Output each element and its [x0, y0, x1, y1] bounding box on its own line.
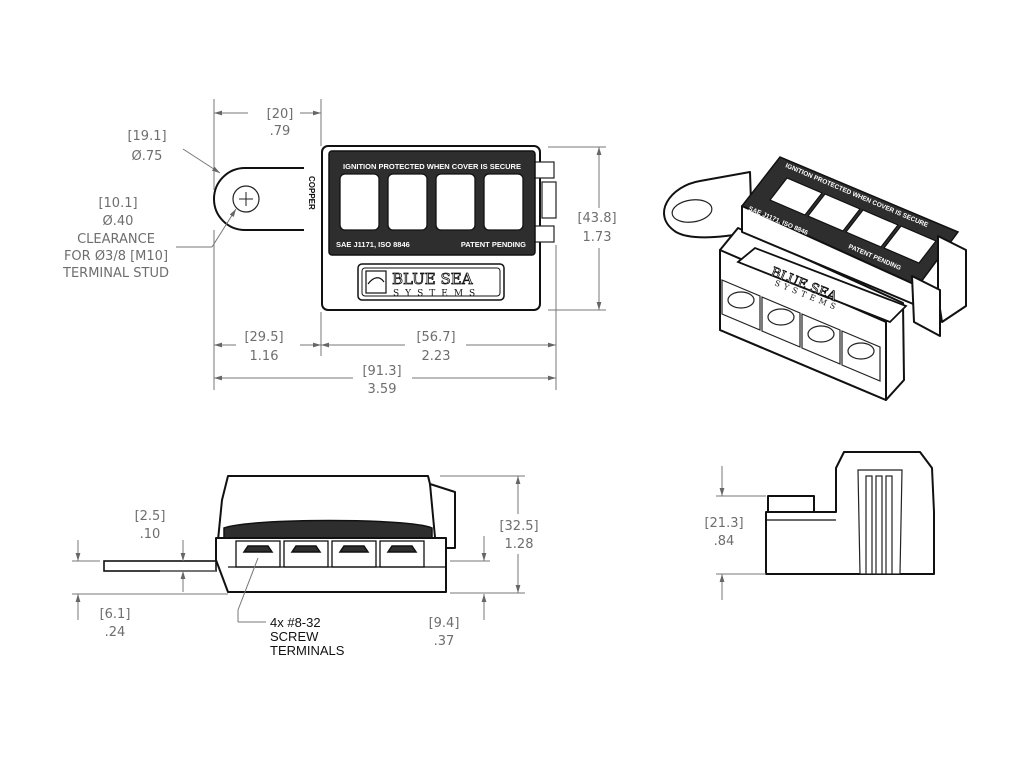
iso-fuse-slot	[845, 209, 899, 248]
fuse-slot	[483, 173, 524, 231]
top-view-dimensions: [20] .79 [19.1] Ø.75 [10.1] Ø.40 CLEARAN…	[62, 99, 617, 397]
iso-logo-plate	[736, 246, 908, 324]
copper-label: COPPER	[307, 176, 316, 210]
iso-fuse-slot	[807, 193, 861, 232]
clearance-line3: TERMINAL STUD	[62, 266, 169, 281]
end-body	[765, 451, 935, 575]
top-view: IGNITION PROTECTED WHEN COVER IS SECURE …	[213, 145, 557, 311]
dim-tab-length-in: 1.16	[250, 349, 279, 364]
end-view-dimensions: [21.3] .84	[704, 466, 766, 600]
dim-body-length-mm: [56.7]	[416, 330, 455, 345]
brand-sub: SYSTEMS	[393, 289, 481, 299]
dim-bar-height-mm: [6.1]	[100, 607, 131, 622]
dim-bar-height-in: .24	[105, 625, 126, 640]
dim-stud-in: Ø.75	[132, 149, 163, 164]
logo-plate	[357, 263, 505, 301]
dim-end-height-in: .84	[714, 534, 735, 549]
front-terminal	[379, 540, 425, 568]
dim-overall-height-in: 1.28	[505, 537, 534, 552]
dim-clear-in: Ø.40	[103, 214, 134, 229]
dim-tab-length-mm: [29.5]	[244, 330, 283, 345]
iso-fuse-slot	[883, 225, 937, 264]
cover-label-top: IGNITION PROTECTED WHEN COVER IS SECURE	[343, 162, 521, 171]
iso-screw-terminal	[767, 308, 795, 326]
front-terminal	[235, 540, 281, 568]
iso-screw-terminal	[727, 291, 755, 309]
dim-overall-in: 3.59	[368, 382, 397, 397]
brand-name: BLUE SEA	[392, 270, 473, 288]
front-terminal	[331, 540, 377, 568]
dim-bar-thickness-in: .10	[140, 527, 161, 542]
iso-screw-terminal	[847, 342, 875, 360]
dim-terminal-height-in: .37	[434, 634, 455, 649]
dim-height-in: 1.73	[583, 230, 612, 245]
fuse-slot	[387, 173, 428, 231]
cover-label-left: SAE J1171, ISO 8846	[336, 240, 410, 249]
clearance-line2: FOR Ø3/8 [M10]	[64, 249, 168, 264]
iso-screw-terminal	[807, 325, 835, 343]
front-copper-bar	[103, 560, 217, 572]
cover	[328, 150, 536, 256]
dim-overall-mm: [91.3]	[362, 364, 401, 379]
iso-latch	[937, 235, 967, 323]
front-terminal	[283, 540, 329, 568]
cover-label-right: PATENT PENDING	[461, 240, 526, 249]
isometric-view: IGNITION PROTECTED WHEN COVER IS SECURE …	[663, 156, 967, 401]
dim-clear-mm: [10.1]	[98, 196, 137, 211]
dim-tab-offset-in: .79	[270, 124, 291, 139]
fuse-slot	[435, 173, 476, 231]
fuse-slot	[339, 173, 380, 231]
iso-stud-hole	[671, 199, 713, 223]
callout-line3: TERMINALS	[270, 643, 345, 658]
logo-icon	[365, 270, 387, 294]
dim-bar-thickness-mm: [2.5]	[135, 509, 166, 524]
dim-stud-mm: [19.1]	[127, 129, 166, 144]
end-view	[765, 451, 935, 575]
clearance-line1: CLEARANCE	[77, 232, 155, 247]
dim-height-mm: [43.8]	[577, 211, 616, 226]
iso-fuse-slot	[769, 177, 823, 216]
callout-line2: SCREW	[270, 629, 319, 644]
dim-body-length-in: 2.23	[422, 349, 451, 364]
dim-end-height-mm: [21.3]	[704, 516, 743, 531]
dim-overall-height-mm: [32.5]	[499, 519, 538, 534]
dim-terminal-height-mm: [9.4]	[429, 616, 460, 631]
dim-tab-offset-mm: [20]	[267, 107, 294, 122]
front-view	[103, 475, 456, 593]
front-view-dimensions: [2.5] .10 [6.1] .24 [32.5] 1.28 [9.4] .3…	[72, 475, 539, 658]
callout-line1: 4x #8-32	[270, 615, 321, 630]
